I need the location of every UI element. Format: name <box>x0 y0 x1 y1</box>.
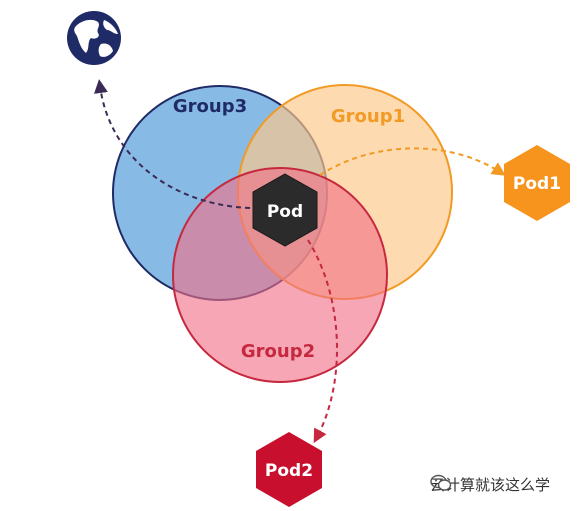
pod1-label: Pod1 <box>513 174 561 194</box>
pod1-hexagon <box>504 145 570 221</box>
group1-label: Group1 <box>331 106 405 127</box>
pod-hexagon <box>252 173 318 247</box>
pod2-node[interactable]: Pod2 <box>256 432 322 507</box>
group2-circle <box>172 167 388 383</box>
watermark-text: 云计算就该这么学 <box>430 476 551 494</box>
pod1-node[interactable]: Pod1 <box>504 145 570 221</box>
pod2-label: Pod2 <box>265 461 313 481</box>
pod2-hexagon <box>256 432 322 507</box>
group3-label: Group3 <box>173 96 247 117</box>
globe-icon <box>67 11 121 65</box>
arrow-to-pod2 <box>307 239 338 444</box>
watermark: 云计算就该这么学 <box>430 474 550 495</box>
group2-label: Group2 <box>241 341 315 362</box>
pod-node[interactable]: Pod <box>252 173 318 247</box>
pod-label: Pod <box>267 202 303 222</box>
wechat-icon <box>430 474 452 491</box>
arrow-to-globe <box>94 79 251 209</box>
